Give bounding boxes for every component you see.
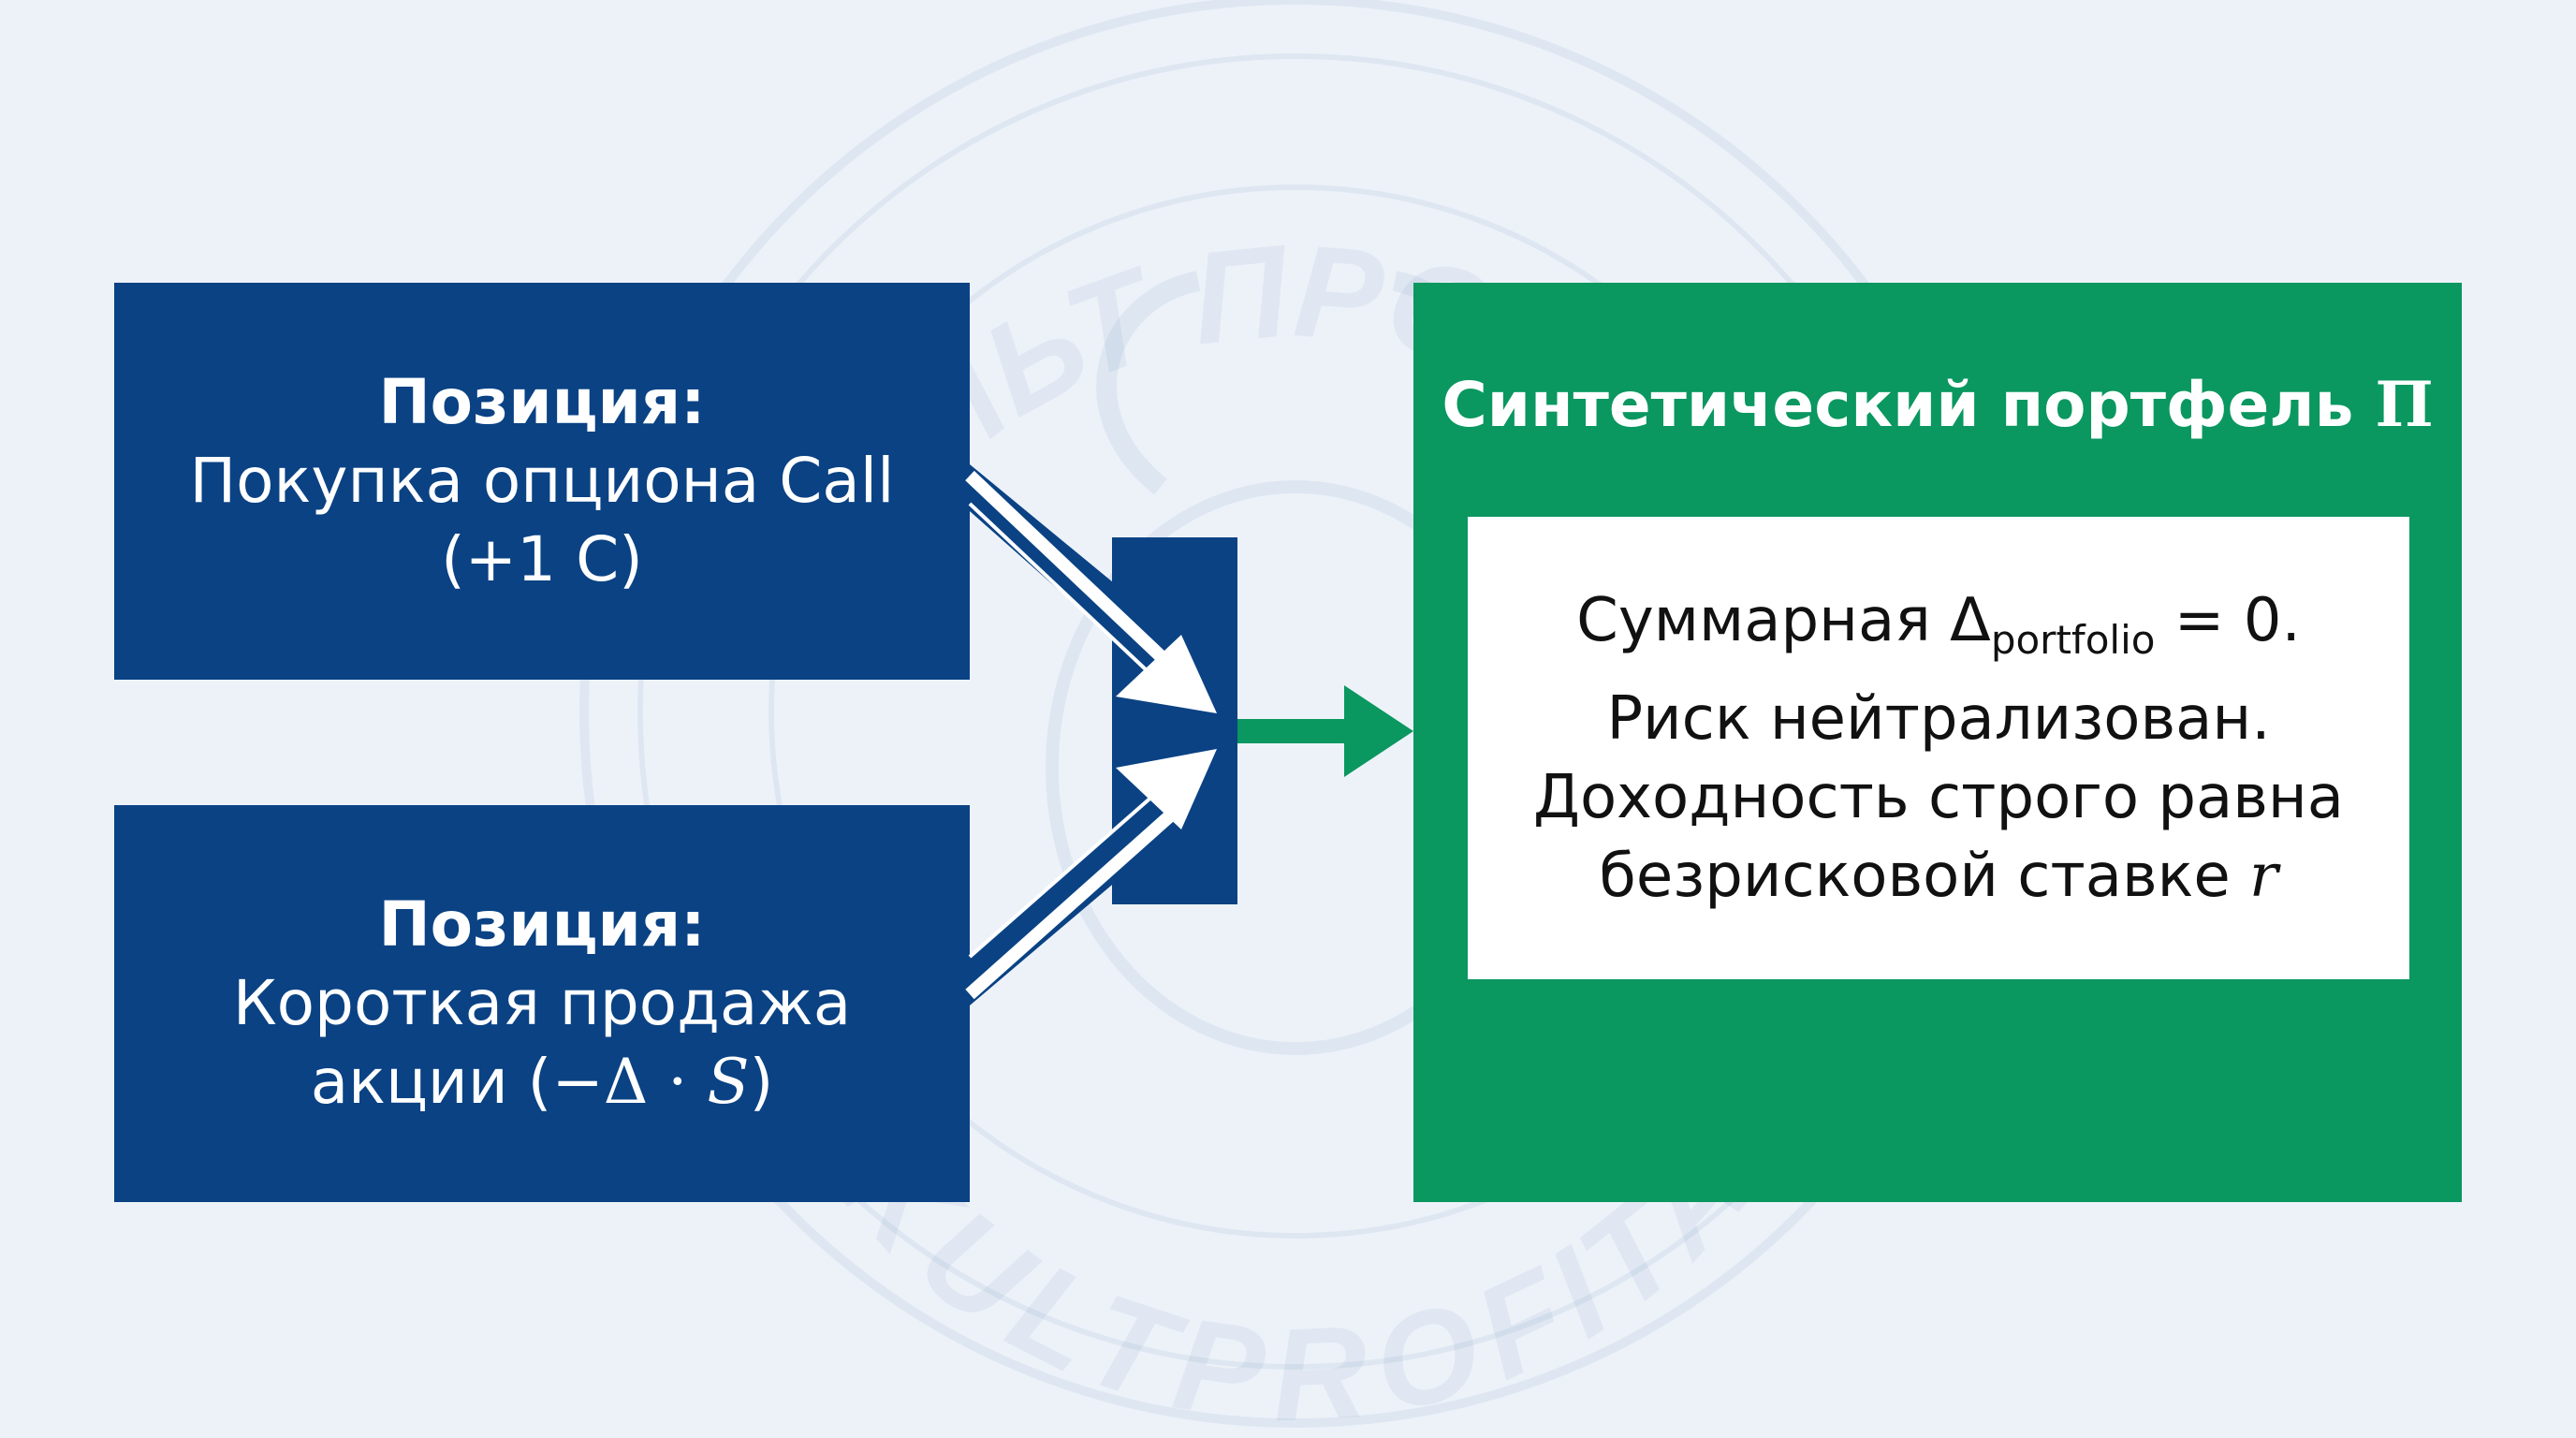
risk-free-rate-variable: r: [2249, 841, 2278, 911]
short-position-title: Позиция:: [378, 888, 706, 961]
arrow-right-icon: [1237, 685, 1413, 777]
double-arrow-icon: [965, 749, 1217, 1005]
call-position-line1: Покупка опциона Call: [189, 445, 895, 517]
short-position-line1: Короткая продажа: [232, 967, 852, 1039]
portfolio-line2: Риск нейтрализован.: [1606, 683, 2271, 754]
short-position-math: −Δ ·: [551, 1046, 708, 1118]
double-arrow-icon: [965, 464, 1217, 713]
portfolio-title-text: Синтетический портфель: [1442, 369, 2376, 441]
portfolio-line4-prefix: безрисковой ставке: [1599, 841, 2250, 911]
portfolio-title: Синтетический портфель Π: [1413, 365, 2462, 445]
portfolio-line1-suffix: = 0.: [2155, 585, 2301, 655]
portfolio-line1: Суммарная Δportfolio = 0.: [1576, 581, 2301, 680]
call-position-line2: (+1 C): [441, 523, 643, 595]
short-position-variable: S: [707, 1046, 750, 1118]
portfolio-line3: Доходность строго равна: [1533, 762, 2344, 832]
call-position-title: Позиция:: [378, 366, 706, 438]
portfolio-title-symbol: Π: [2375, 368, 2434, 441]
portfolio-line1-prefix: Суммарная Δ: [1576, 585, 1991, 655]
portfolio-line4: безрисковой ставке r: [1599, 837, 2277, 916]
short-position-line2-prefix: акции (: [310, 1046, 552, 1118]
call-position-box: Позиция: Покупка опциона Call (+1 C): [114, 283, 970, 680]
short-position-box: Позиция: Короткая продажа акции (−Δ · S): [114, 805, 970, 1202]
synthetic-portfolio-box: Синтетический портфель Π Суммарная Δport…: [1413, 283, 2462, 1202]
portfolio-delta-subscript: portfolio: [1990, 616, 2156, 663]
short-position-line2: акции (−Δ · S): [311, 1043, 774, 1122]
portfolio-description: Суммарная Δportfolio = 0. Риск нейтрализ…: [1468, 517, 2409, 979]
short-position-line2-suffix: ): [749, 1046, 774, 1118]
